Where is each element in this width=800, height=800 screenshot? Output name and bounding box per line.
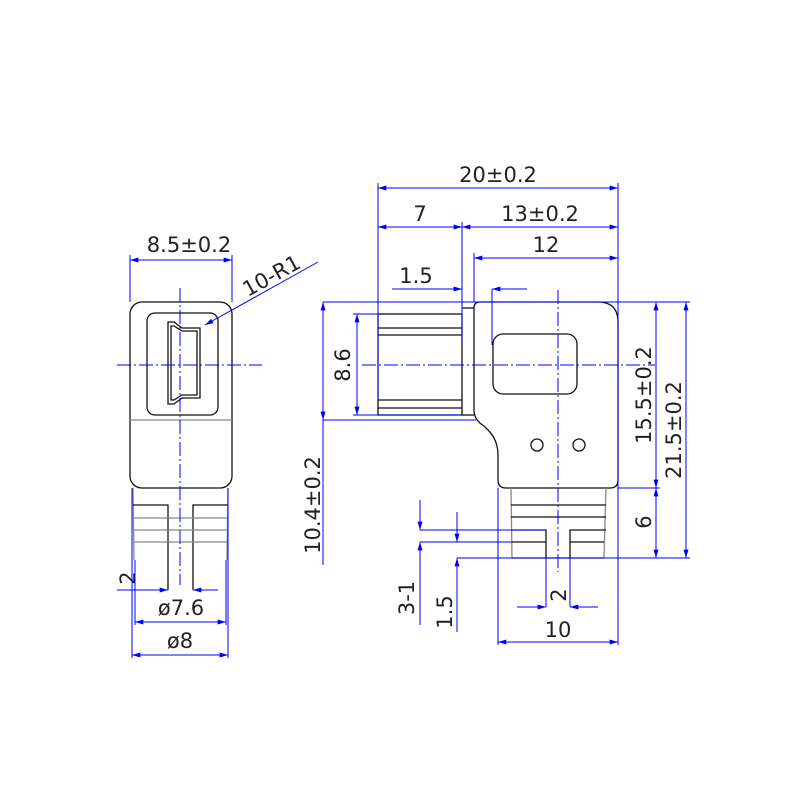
right-view: 20±0.2 7 13±0.2 12 1.5 8.6 10.4±0.2 15.5…: [301, 163, 690, 645]
hole: [572, 438, 586, 452]
dim-tail-width: 10: [545, 618, 572, 642]
dim-width: 8.5±0.2: [147, 233, 231, 257]
right-body-outline: [473, 301, 619, 489]
dim-radius: 10-R1: [239, 250, 305, 301]
left-port-frame: [146, 312, 219, 416]
dim-plug-height: 8.6: [331, 348, 355, 381]
dim-slit-width: 2: [547, 588, 571, 601]
left-view: 8.5±0.2 10-R1 2 ø7.6 ø8: [116, 233, 319, 658]
dim-gap: 1.5: [399, 264, 432, 288]
mini-usb-port: [167, 321, 201, 405]
dim-step: 1.5: [433, 595, 457, 628]
hole: [530, 438, 544, 452]
dim-total-length: 20±0.2: [459, 163, 537, 187]
dim-outer-dia: ø8: [167, 629, 193, 653]
dim-body-inner: 12: [533, 233, 560, 257]
dim-body-height: 15.5±0.2: [632, 346, 656, 444]
window: [492, 333, 578, 395]
dim-total-height: 21.5±0.2: [662, 381, 686, 479]
dim-slit: 2: [116, 571, 140, 584]
left-body-outline: [129, 301, 233, 489]
dim-inner-dia: ø7.6: [158, 596, 204, 620]
dim-head-height: 10.4±0.2: [301, 456, 325, 554]
dim-strain-relief: 6: [632, 515, 656, 528]
dim-body-length: 13±0.2: [501, 202, 579, 226]
dim-plug-length: 7: [413, 202, 426, 226]
dim-step-count: 3-1: [395, 581, 419, 615]
